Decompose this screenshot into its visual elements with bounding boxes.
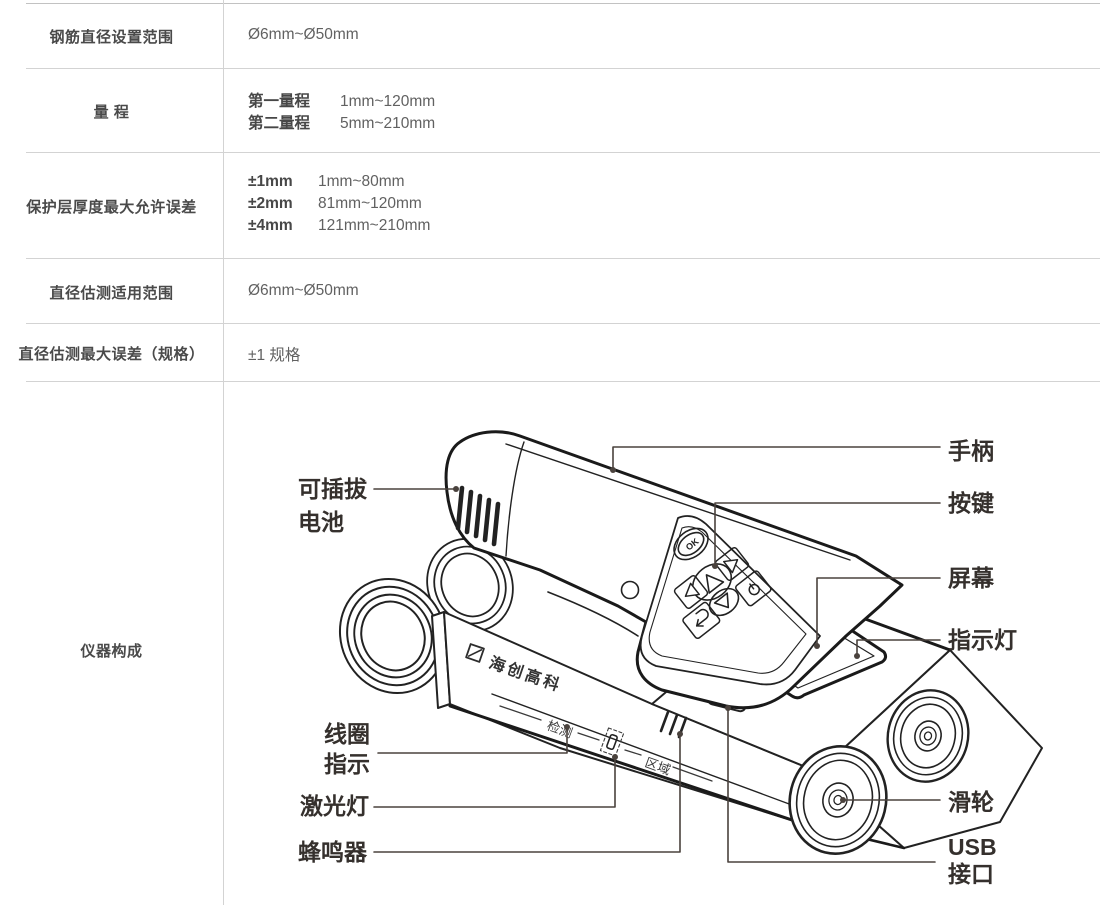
- value-diameter-estimate-error: ±1 规格: [248, 347, 301, 364]
- column-divider: [223, 0, 224, 905]
- right-wheels-icon: [788, 689, 970, 855]
- range-1-key: 第一量程: [248, 93, 311, 110]
- part-label-indicator: 指示灯: [948, 627, 1017, 653]
- part-label-usb-line2: 接口: [948, 861, 994, 887]
- tolerance-line: ±1mm 1mm~80mm: [248, 173, 430, 195]
- tolerance-2-key: ±2mm: [248, 195, 293, 212]
- row-label-diameter-estimate-range: 直径估测适用范围: [49, 285, 174, 302]
- value-cover-max-error: ±1mm 1mm~80mm ±2mm 81mm~120mm ±4mm 121mm…: [248, 173, 430, 239]
- range-2-value: 5mm~210mm: [340, 115, 436, 132]
- brand-logo: [465, 643, 485, 663]
- tolerance-line: ±4mm 121mm~210mm: [248, 217, 430, 239]
- part-label-coil-line1: 线圈: [324, 721, 370, 747]
- value-diameter-estimate-range: Ø6mm~Ø50mm: [248, 282, 359, 299]
- part-label-battery-line1: 可插拔: [298, 476, 367, 502]
- value-diameter-setting-range: Ø6mm~Ø50mm: [248, 26, 359, 43]
- row-label-cover-max-error: 保护层厚度最大允许误差: [26, 199, 197, 216]
- left-wheels-icon: [338, 537, 514, 695]
- leader-dots: [453, 467, 860, 803]
- range-1-value: 1mm~120mm: [340, 93, 436, 110]
- row-divider: [26, 381, 1100, 382]
- row-label-diameter-setting-range: 钢筋直径设置范围: [49, 29, 174, 46]
- tolerance-1-value: 1mm~80mm: [318, 173, 405, 190]
- tolerance-1-key: ±1mm: [248, 173, 293, 190]
- part-label-laser: 激光灯: [300, 793, 369, 819]
- keypad-icon: OK: [639, 515, 821, 686]
- row-divider: [26, 3, 1100, 4]
- tolerance-2-value: 81mm~120mm: [318, 195, 422, 212]
- laser-marker-icon: [599, 727, 625, 757]
- part-label-handle: 手柄: [948, 438, 994, 464]
- tolerance-3-key: ±4mm: [248, 217, 293, 234]
- battery-ribs-icon: [455, 485, 501, 547]
- part-label-screen: 屏幕: [948, 565, 994, 591]
- row-label-instrument-composition: 仪器构成: [80, 643, 143, 660]
- measuring-range-line: 第一量程 1mm~120mm: [248, 89, 435, 111]
- row-divider: [26, 323, 1100, 324]
- range-2-key: 第二量程: [248, 115, 311, 132]
- part-label-battery-line2: 电池: [298, 509, 344, 535]
- measuring-range-line: 第二量程 5mm~210mm: [248, 111, 435, 133]
- part-label-coil-line2: 指示: [324, 751, 370, 777]
- value-measuring-range: 第一量程 1mm~120mm 第二量程 5mm~210mm: [248, 89, 435, 133]
- part-label-usb-line1: USB: [948, 834, 997, 860]
- part-label-wheel: 滑轮: [948, 789, 994, 815]
- part-label-buzzer: 蜂鸣器: [298, 839, 367, 865]
- leader-lines: [373, 446, 941, 863]
- row-label-diameter-estimate-error: 直径估测最大误差（规格）: [18, 346, 205, 363]
- row-divider: [26, 152, 1100, 153]
- tolerance-line: ±2mm 81mm~120mm: [248, 195, 430, 217]
- row-divider: [26, 258, 1100, 259]
- part-label-keys: 按键: [948, 490, 994, 516]
- row-label-measuring-range: 量 程: [93, 104, 130, 121]
- row-divider: [26, 68, 1100, 69]
- tolerance-3-value: 121mm~210mm: [318, 217, 431, 234]
